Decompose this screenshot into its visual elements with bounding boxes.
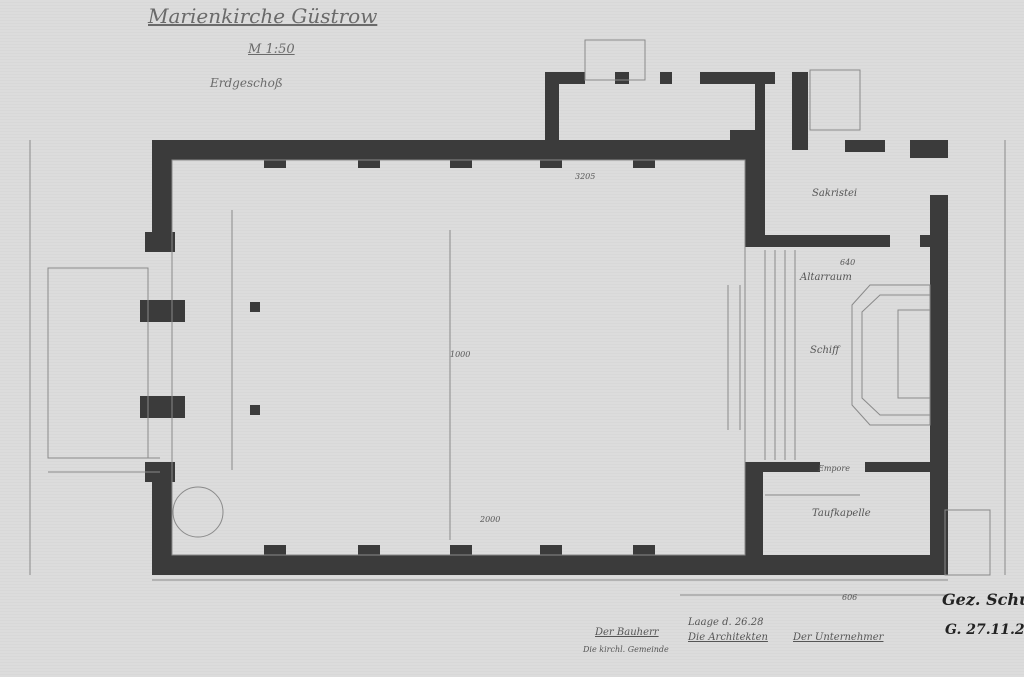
annex-north-wall bbox=[545, 72, 585, 84]
annex-corner-pier bbox=[730, 130, 760, 160]
porch-outline bbox=[47, 267, 149, 459]
portal-pier-upper bbox=[140, 300, 185, 322]
north-wall bbox=[152, 140, 747, 160]
room-baptistery: Taufkapelle bbox=[812, 508, 871, 519]
north-stair bbox=[584, 39, 646, 81]
column bbox=[250, 302, 260, 312]
dim-chancel-width: 640 bbox=[840, 258, 856, 267]
contractor-label: Der Unternehmer bbox=[793, 632, 884, 643]
approval-signature: Gez. Schumm bbox=[942, 590, 1024, 609]
buttress bbox=[450, 150, 472, 168]
construction-lines bbox=[29, 39, 1006, 596]
buttress bbox=[450, 545, 472, 557]
column bbox=[250, 405, 260, 415]
font bbox=[172, 486, 224, 538]
buttress bbox=[540, 150, 562, 168]
builder-label: Der Bauherr bbox=[595, 627, 659, 638]
buttress bbox=[540, 545, 562, 557]
altar-steps bbox=[861, 294, 931, 416]
west-wall-pier bbox=[145, 232, 175, 252]
buttress bbox=[358, 150, 380, 168]
architects-label: Die Architekten bbox=[688, 632, 768, 643]
dim-right: 606 bbox=[842, 593, 858, 602]
room-chancel: Altarraum bbox=[800, 272, 852, 283]
sacristy-south-wall-east bbox=[920, 235, 948, 247]
baptistery-north-wall bbox=[745, 462, 820, 472]
nave-outline bbox=[171, 159, 746, 556]
approval-date: G. 27.11.28. bbox=[945, 622, 1024, 638]
walls bbox=[140, 72, 948, 575]
baptistery-west-wall bbox=[745, 462, 763, 575]
buttress bbox=[358, 545, 380, 557]
west-wall-lower bbox=[152, 462, 172, 575]
annex-west-wall bbox=[545, 72, 559, 160]
drawing-scale: M 1:50 bbox=[248, 42, 295, 57]
baptistery-north-wall-east bbox=[865, 462, 948, 472]
dim-bottom: 2000 bbox=[480, 515, 501, 524]
buttress bbox=[264, 150, 286, 168]
dim-nave-width: 1000 bbox=[450, 350, 471, 359]
sacristy-north-wall bbox=[845, 140, 885, 152]
room-gallery: Empore bbox=[818, 464, 850, 473]
builder-sub: Die kirchl. Gemeinde bbox=[583, 645, 669, 654]
room-sacristy: Sakristei bbox=[812, 188, 858, 199]
annex-east-wall bbox=[792, 72, 808, 150]
buttress bbox=[264, 545, 286, 557]
room-nave: Schiff bbox=[810, 345, 840, 356]
annex-inner-wall bbox=[755, 72, 765, 142]
drawing-title: Marienkirche Güstrow bbox=[148, 4, 378, 28]
annex-pier bbox=[660, 72, 672, 84]
east-stair bbox=[944, 509, 991, 576]
west-wall-upper bbox=[152, 140, 172, 252]
floor-label: Erdgeschoß bbox=[210, 76, 283, 90]
dim-nave-length: 3205 bbox=[575, 172, 596, 181]
portal-pier-lower bbox=[140, 396, 185, 418]
buttress bbox=[633, 150, 655, 168]
altar-steps bbox=[851, 284, 931, 426]
east-wall bbox=[930, 195, 948, 575]
south-wall-pier bbox=[838, 562, 858, 575]
south-wall bbox=[152, 555, 947, 575]
annex-pier bbox=[615, 72, 629, 84]
altar bbox=[897, 309, 931, 399]
sacristy-south-wall bbox=[745, 235, 890, 247]
place-date: Laage d. 26.28 bbox=[688, 617, 764, 628]
buttress bbox=[633, 545, 655, 557]
east-corner bbox=[910, 140, 948, 158]
sacristy-west-wall bbox=[745, 140, 765, 247]
north-east-stair bbox=[809, 69, 861, 131]
